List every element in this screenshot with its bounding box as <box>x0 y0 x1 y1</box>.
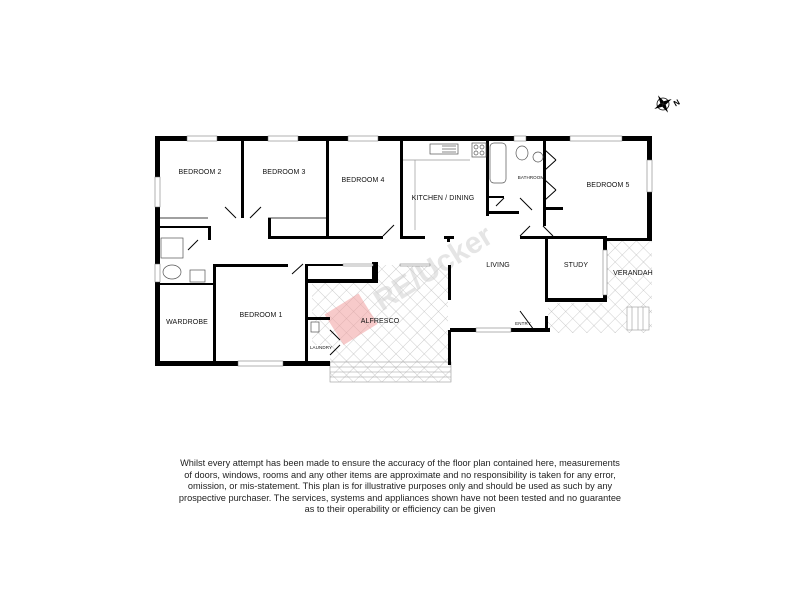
disclaimer-line: omission, or mis-statement. This plan is… <box>187 481 613 491</box>
verandah-steps <box>626 306 650 331</box>
shower-icon <box>160 237 184 259</box>
toilet-icon <box>162 264 182 280</box>
label-bedroom5: BEDROOM 5 <box>587 182 630 189</box>
label-verandah: VERANDAH <box>613 270 653 277</box>
basin-icon <box>532 151 544 163</box>
fixtures <box>160 142 544 333</box>
bathtub-icon <box>489 142 507 184</box>
disclaimer-line: of doors, windows, rooms and any other i… <box>184 469 616 480</box>
disclaimer-line: as to their operability or efficiency ca… <box>304 504 496 514</box>
room-labels: BEDROOM 2 BEDROOM 3 BEDROOM 4 KITCHEN / … <box>166 169 653 350</box>
cooktop-icon <box>471 142 487 158</box>
label-study: STUDY <box>564 262 588 269</box>
label-wardrobe: WARDROBE <box>166 319 208 326</box>
verandah-area <box>548 238 652 333</box>
svg-text:N: N <box>672 98 682 109</box>
toilet-icon <box>515 145 529 161</box>
label-laundry: LAUNDRY <box>310 345 332 350</box>
windows <box>154 135 653 367</box>
label-bedroom2: BEDROOM 2 <box>179 169 222 176</box>
label-bedroom4: BEDROOM 4 <box>342 177 385 184</box>
label-entry: ENTRY <box>515 321 531 326</box>
basin-icon <box>189 269 206 283</box>
label-bedroom1: BEDROOM 1 <box>240 312 283 319</box>
label-bedroom3: BEDROOM 3 <box>263 169 306 176</box>
label-kitchen-dining: KITCHEN / DINING <box>412 195 475 202</box>
label-bathroom: BATHROOM <box>518 175 545 180</box>
disclaimer-line: prospective purchaser. The services, sys… <box>178 492 622 503</box>
compass-rose-icon: N <box>654 95 682 113</box>
disclaimer-text: Whilst every attempt has been made to en… <box>170 458 630 516</box>
label-living: LIVING <box>486 262 510 269</box>
doors <box>187 149 557 356</box>
laundry-tub-icon <box>310 321 320 333</box>
disclaimer-line: Whilst every attempt has been made to en… <box>180 458 620 468</box>
label-alfresco: ALFRESCO <box>361 318 400 325</box>
